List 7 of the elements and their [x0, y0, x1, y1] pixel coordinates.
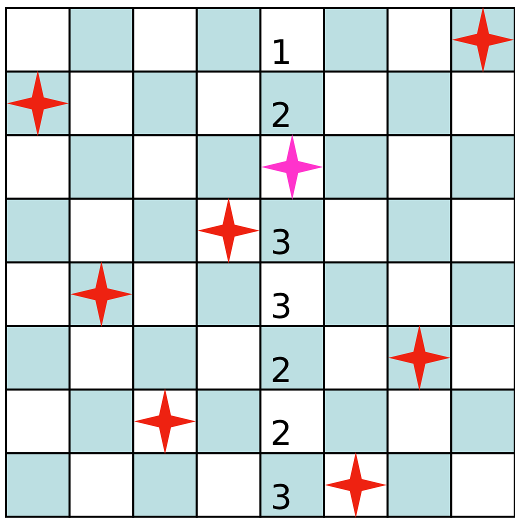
- number-label: 2: [270, 98, 292, 134]
- number-label: 3: [270, 289, 292, 325]
- number-label: 3: [270, 225, 292, 262]
- number-label: 2: [270, 352, 292, 389]
- number-label: 2: [270, 416, 292, 452]
- number-label: 1: [270, 34, 292, 71]
- number-label: 3: [270, 480, 292, 516]
